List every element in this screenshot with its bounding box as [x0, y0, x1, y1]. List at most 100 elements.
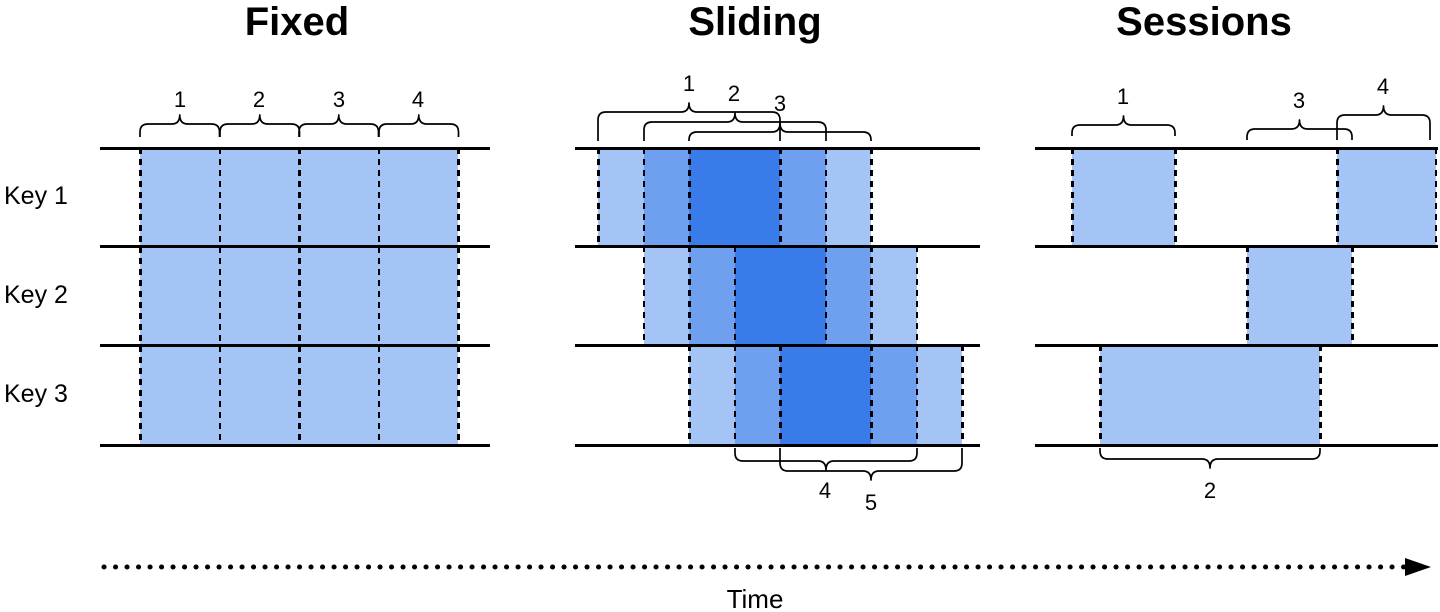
window-fill	[643, 246, 689, 345]
window-edge-dash	[1351, 246, 1354, 345]
lane-line	[575, 146, 980, 150]
window-edge-dash	[1319, 345, 1322, 445]
window-number: 1	[173, 87, 187, 112]
window-overlap-fill	[780, 148, 826, 246]
window-number: 3	[773, 91, 787, 116]
lane-line	[575, 244, 980, 248]
time-axis-arrowhead-icon	[1405, 558, 1431, 576]
window-overlap-fill	[825, 246, 871, 345]
lane-line	[575, 343, 980, 347]
window-number: 3	[332, 87, 346, 112]
lane-line	[1035, 443, 1438, 447]
window-number: 1	[682, 71, 696, 96]
window-brace	[377, 114, 459, 137]
window-overlap-fill	[780, 345, 871, 445]
window-edge-dash	[1246, 246, 1249, 345]
window-number: 4	[818, 478, 832, 503]
window-edge-dash	[298, 148, 301, 445]
window-edge-dash	[457, 148, 460, 445]
window-overlap-fill	[871, 345, 917, 445]
window-edge-dash	[1434, 148, 1437, 246]
window-brace	[1099, 448, 1321, 469]
window-overlap-fill	[734, 345, 780, 445]
panel-title-sessions: Sessions	[1116, 0, 1292, 44]
window-edge-dash	[218, 148, 221, 445]
window-brace	[688, 122, 872, 141]
window-edge-dash	[824, 148, 827, 246]
window-overlap-fill	[689, 148, 780, 246]
window-edge-dash	[733, 246, 736, 345]
time-axis	[101, 558, 1431, 576]
window-fill	[871, 246, 917, 345]
window-fill	[1072, 148, 1175, 246]
panel-title-sliding: Sliding	[688, 0, 822, 44]
window-number: 4	[1376, 74, 1390, 99]
window-edge-dash	[688, 148, 691, 246]
key-label-1: Key 1	[4, 182, 68, 210]
window-edge-dash	[1099, 345, 1102, 445]
window-brace	[298, 114, 380, 137]
window-brace	[139, 114, 221, 137]
window-edge-dash	[733, 345, 736, 445]
window-edge-dash	[642, 246, 645, 345]
window-edge-dash	[377, 148, 380, 445]
window-overlap-fill	[689, 246, 735, 345]
key-label-2: Key 2	[4, 281, 68, 309]
window-edge-dash	[597, 148, 600, 246]
window-edge-dash	[870, 345, 873, 445]
window-edge-dash	[1071, 148, 1074, 246]
lane-line	[100, 443, 490, 447]
window-overlap-fill	[734, 246, 826, 345]
time-axis-label: Time	[726, 584, 784, 612]
panel-title-fixed: Fixed	[244, 0, 350, 44]
window-brace	[733, 448, 918, 471]
window-fill	[598, 148, 644, 246]
window-brace	[597, 102, 781, 141]
window-edge-dash	[870, 148, 873, 246]
window-number: 2	[727, 81, 741, 106]
window-edge-dash	[642, 148, 645, 246]
window-edge-dash	[915, 246, 918, 345]
window-number: 3	[1292, 88, 1306, 113]
window-edge-dash	[688, 345, 691, 445]
window-fill	[825, 148, 871, 246]
window-number: 1	[1116, 84, 1130, 109]
window-fill	[1337, 148, 1436, 246]
key-label-3: Key 3	[4, 380, 68, 408]
window-fill	[1100, 345, 1320, 445]
window-brace	[1246, 119, 1353, 140]
window-edge-dash	[1336, 148, 1339, 246]
lane-line	[100, 343, 490, 347]
window-fill	[1247, 246, 1352, 345]
window-edge-dash	[824, 246, 827, 345]
window-edge-dash	[688, 246, 691, 345]
window-edge-dash	[779, 148, 782, 246]
window-number: 2	[1203, 478, 1217, 503]
window-number: 2	[252, 87, 266, 112]
window-fill	[916, 345, 962, 445]
window-brace	[218, 114, 300, 137]
window-edge-dash	[870, 246, 873, 345]
window-edge-dash	[961, 345, 964, 445]
window-edge-dash	[915, 345, 918, 445]
window-fill	[689, 345, 735, 445]
lane-line	[1035, 146, 1438, 150]
lane-line	[1035, 244, 1438, 248]
lane-line	[575, 443, 980, 447]
window-brace	[1336, 105, 1431, 140]
lane-line	[100, 244, 490, 248]
window-brace	[779, 448, 963, 481]
lane-line	[100, 146, 490, 150]
window-brace	[642, 112, 827, 141]
window-number: 4	[411, 87, 425, 112]
window-edge-dash	[139, 148, 142, 445]
window-edge-dash	[779, 345, 782, 445]
window-edge-dash	[1174, 148, 1177, 246]
window-brace	[1071, 115, 1176, 136]
window-overlap-fill	[643, 148, 689, 246]
lane-line	[1035, 343, 1438, 347]
